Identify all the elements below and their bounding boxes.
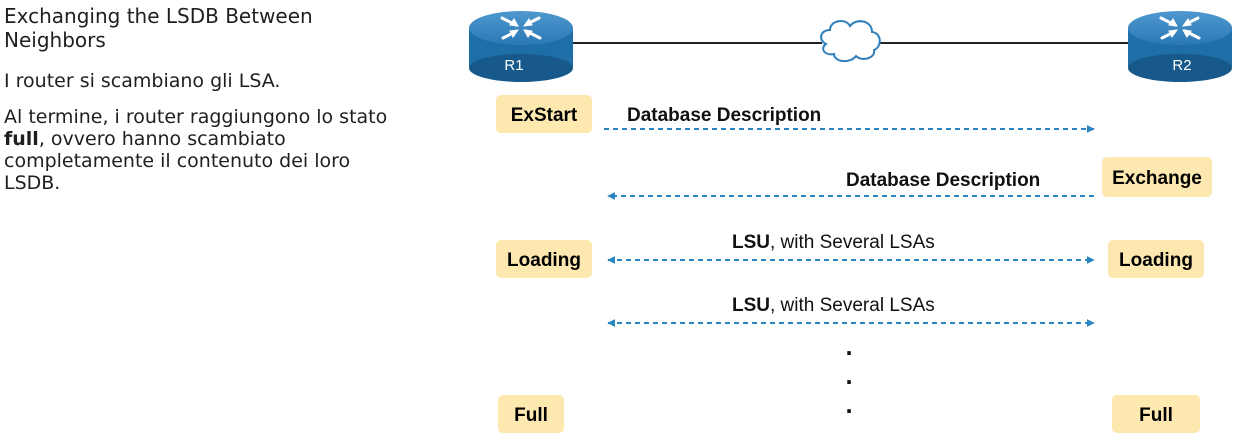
ellipsis-dot-1: . <box>845 336 853 360</box>
message-dd-2-text: Database Description <box>846 170 1040 191</box>
slide-title: Exchanging the LSDB Between Neighbors <box>4 4 313 52</box>
router-r2-label: R2 <box>1172 57 1191 74</box>
router-r1-label: R1 <box>504 57 523 74</box>
paragraph-lsa-exchange: I router si scambiano gli LSA. <box>4 70 281 92</box>
ellipsis-dot-3: . <box>845 394 853 418</box>
message-lsu-1-label: LSU, with Several LSAs <box>732 232 935 253</box>
ellipsis-dot-2: . <box>845 365 853 389</box>
message-dd-1-label: Database Description <box>627 105 821 126</box>
state-r2-loading-label: Loading <box>1119 250 1193 271</box>
state-r2-exchange-label: Exchange <box>1112 168 1202 189</box>
state-r1-full: Full <box>498 395 564 433</box>
state-r1-exstart: ExStart <box>496 95 592 133</box>
message-lsu-2-label: LSU, with Several LSAs <box>732 295 935 316</box>
state-r1-loading: Loading <box>496 240 592 278</box>
state-r2-loading: Loading <box>1108 240 1204 278</box>
message-lsu-1-rest: , with Several LSAs <box>770 232 935 253</box>
state-r2-full-label: Full <box>1139 405 1173 426</box>
state-r1-loading-label: Loading <box>507 250 581 271</box>
cloud-icon <box>820 20 881 62</box>
message-dd-2-label: Database Description <box>846 170 1040 191</box>
message-lsu-2-bold: LSU <box>732 295 770 316</box>
paragraph-full-state: Al termine, i router raggiungono lo stat… <box>4 106 394 194</box>
paragraph-text-end: , ovvero hanno scambiato completamente i… <box>4 128 351 194</box>
state-r1-exstart-label: ExStart <box>511 105 578 126</box>
full-state-keyword: full <box>4 128 39 150</box>
state-r2-exchange: Exchange <box>1102 157 1212 197</box>
state-r1-full-label: Full <box>514 405 548 426</box>
state-r2-full: Full <box>1112 395 1200 433</box>
text-panel: Exchanging the LSDB Between Neighbors I … <box>4 0 394 194</box>
paragraph-text-start: Al termine, i router raggiungono lo stat… <box>4 106 388 128</box>
router-icon: R1 <box>469 11 573 82</box>
router-icon: R2 <box>1128 11 1232 82</box>
message-lsu-1-bold: LSU <box>732 232 770 253</box>
message-dd-1-text: Database Description <box>627 105 821 126</box>
message-lsu-2-rest: , with Several LSAs <box>770 295 935 316</box>
